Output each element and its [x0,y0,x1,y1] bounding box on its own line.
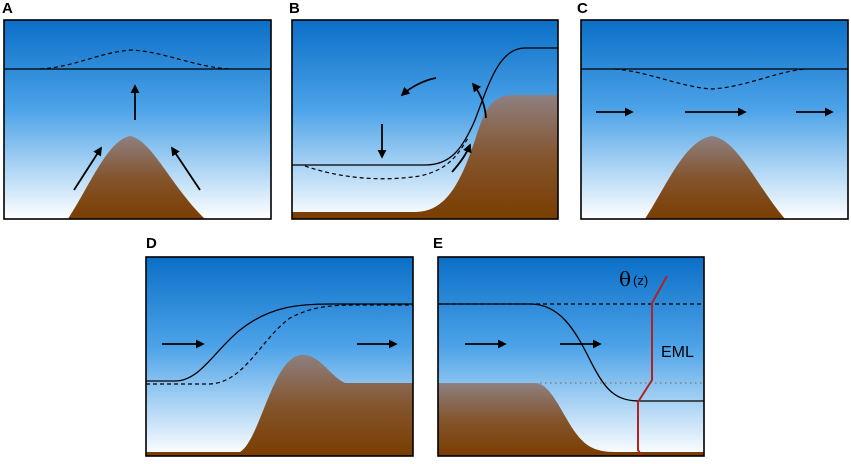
panel-e-interface-line [438,303,704,402]
panel-d-interface-line [146,303,413,382]
theta-profile-line [637,275,668,457]
panel-b-letter: B [289,0,300,17]
panel-d-ridge [146,354,413,456]
panel-c-mountain [645,136,785,219]
panel-a-upslope-arrow-right [171,146,201,191]
panel-b: B [289,0,559,220]
panel-b-upslope-arrow-low [451,143,472,173]
panel-d-frame [145,256,414,457]
theta-symbol-label: θ [619,267,631,291]
panel-b-upslope-arrow-high [471,82,487,119]
panel-b-frame [291,19,559,220]
panel-b-plateau-slope [292,95,558,219]
panel-d-perturbed-interface [146,304,413,385]
panel-a-upslope-arrow-left [73,146,102,191]
panel-e-plateau [438,383,704,456]
eml-label: EML [661,344,694,361]
panel-d: D [145,235,414,457]
panel-a-mountain [68,136,205,219]
panel-d-letter: D [146,235,157,252]
theta-arg-label: (z) [633,273,648,288]
panel-c-letter: C [577,0,588,17]
panel-c-depressed-interface [614,68,806,90]
panel-c: C [577,0,849,220]
panel-a-frame [3,19,272,220]
panel-c-frame [580,19,849,220]
panel-b-circulation-arrow-top [400,77,437,97]
panel-e: E θ (z) EML [433,235,705,457]
panel-e-letter: E [433,235,443,252]
panel-b-perturbed-interface [304,137,469,180]
panel-a-letter: A [2,0,13,17]
panel-a-perturbed-interface [39,49,231,70]
panel-a: A [2,0,272,220]
panel-b-interface-line [292,47,558,166]
panel-e-frame [437,256,705,457]
